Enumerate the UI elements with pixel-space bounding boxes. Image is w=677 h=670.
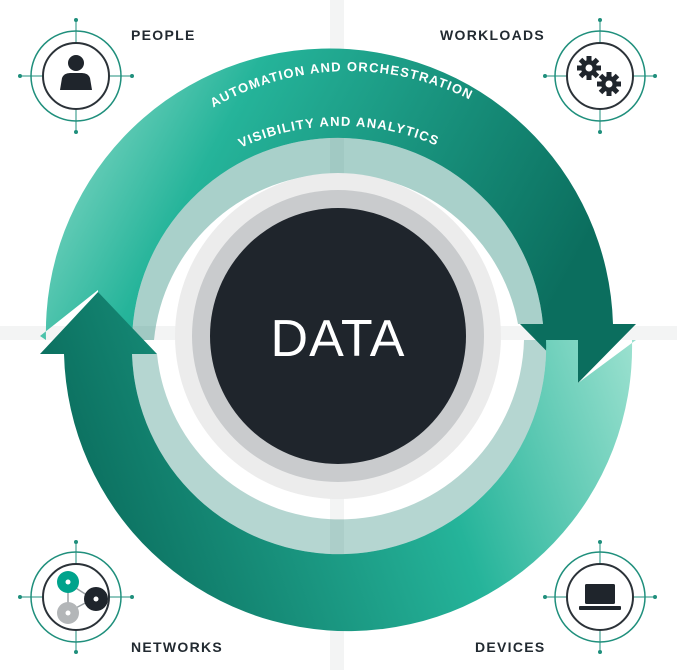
devices-label: DEVICES <box>475 639 546 655</box>
people-badge <box>18 18 134 134</box>
networks-label: NETWORKS <box>131 639 223 655</box>
network-nodes-icon <box>57 571 108 624</box>
networks-badge <box>18 540 134 654</box>
workloads-label: WORKLOADS <box>440 27 545 43</box>
data-core <box>210 208 466 464</box>
laptop-icon <box>579 584 621 610</box>
people-label: PEOPLE <box>131 27 196 43</box>
workloads-badge <box>543 18 657 134</box>
top-cycle-arrow <box>40 48 636 384</box>
devices-badge <box>543 540 657 654</box>
person-icon <box>60 55 92 90</box>
gears-icon <box>577 56 621 96</box>
center-label: DATA <box>271 310 406 368</box>
bottom-cycle-arrow <box>40 292 636 632</box>
